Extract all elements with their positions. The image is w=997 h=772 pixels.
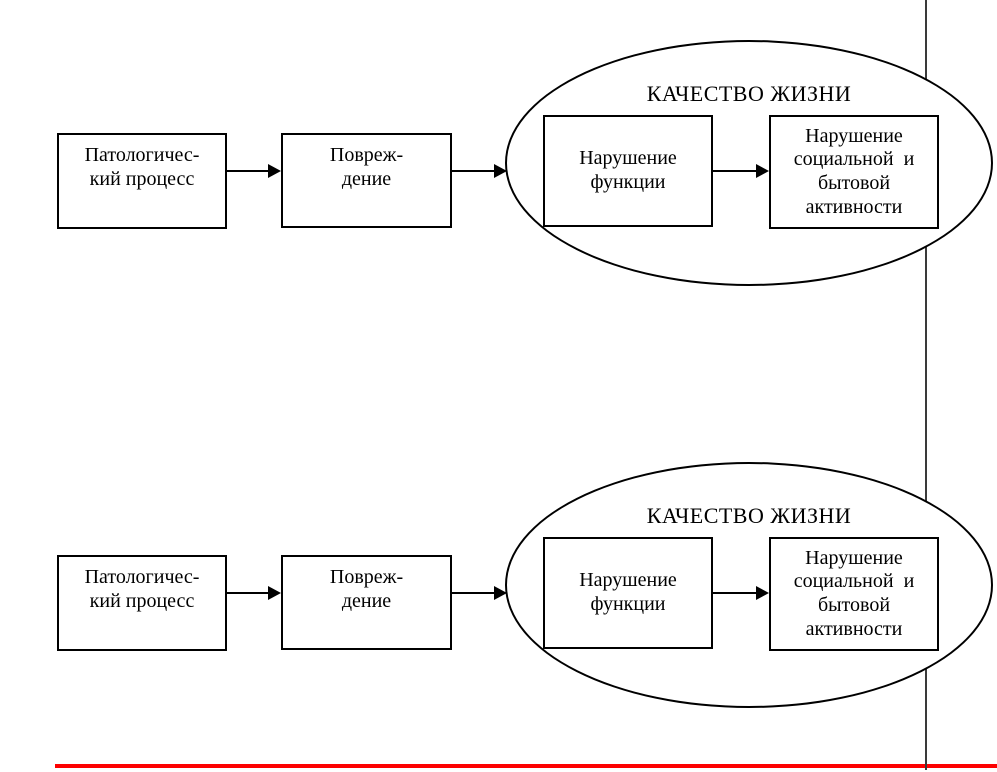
arrow-right-icon <box>227 164 281 178</box>
damage-box: Повреж- дение <box>281 133 452 228</box>
pathological-process-box: Патологичес- кий процесс <box>57 555 227 651</box>
pathological-process-box: Патологичес- кий процесс <box>57 133 227 229</box>
pathological-process-label: Патологичес- кий процесс <box>84 144 200 190</box>
arrow-right-icon <box>713 586 769 600</box>
pathological-process-label: Патологичес- кий процесс <box>84 566 200 612</box>
damage-box: Повреж- дение <box>281 555 452 650</box>
arrow-right-icon <box>227 586 281 600</box>
function-impairment-label: Нарушение функции <box>579 147 677 193</box>
function-impairment-label: Нарушение функции <box>579 569 677 615</box>
damage-label: Повреж- дение <box>329 144 404 190</box>
flow-diagram-bottom: Патологичес- кий процесс Повреж- дение К… <box>0 422 997 772</box>
social-impairment-label: Нарушение социальной и бытовой активност… <box>793 124 915 218</box>
function-impairment-box: Нарушение функции <box>543 537 713 649</box>
flow-diagram-top: Патологичес- кий процесс Повреж- дение К… <box>0 0 997 350</box>
social-impairment-label: Нарушение социальной и бытовой активност… <box>793 546 915 640</box>
arrow-right-icon <box>452 586 507 600</box>
social-impairment-box: Нарушение социальной и бытовой активност… <box>769 537 939 651</box>
quality-of-life-title: КАЧЕСТВО ЖИЗНИ <box>646 503 852 528</box>
damage-label: Повреж- дение <box>329 566 404 612</box>
red-horizontal-rule <box>55 764 997 768</box>
arrow-right-icon <box>713 164 769 178</box>
quality-of-life-title: КАЧЕСТВО ЖИЗНИ <box>646 81 852 106</box>
social-impairment-box: Нарушение социальной и бытовой активност… <box>769 115 939 229</box>
arrow-right-icon <box>452 164 507 178</box>
function-impairment-box: Нарушение функции <box>543 115 713 227</box>
vertical-rule <box>925 0 927 770</box>
